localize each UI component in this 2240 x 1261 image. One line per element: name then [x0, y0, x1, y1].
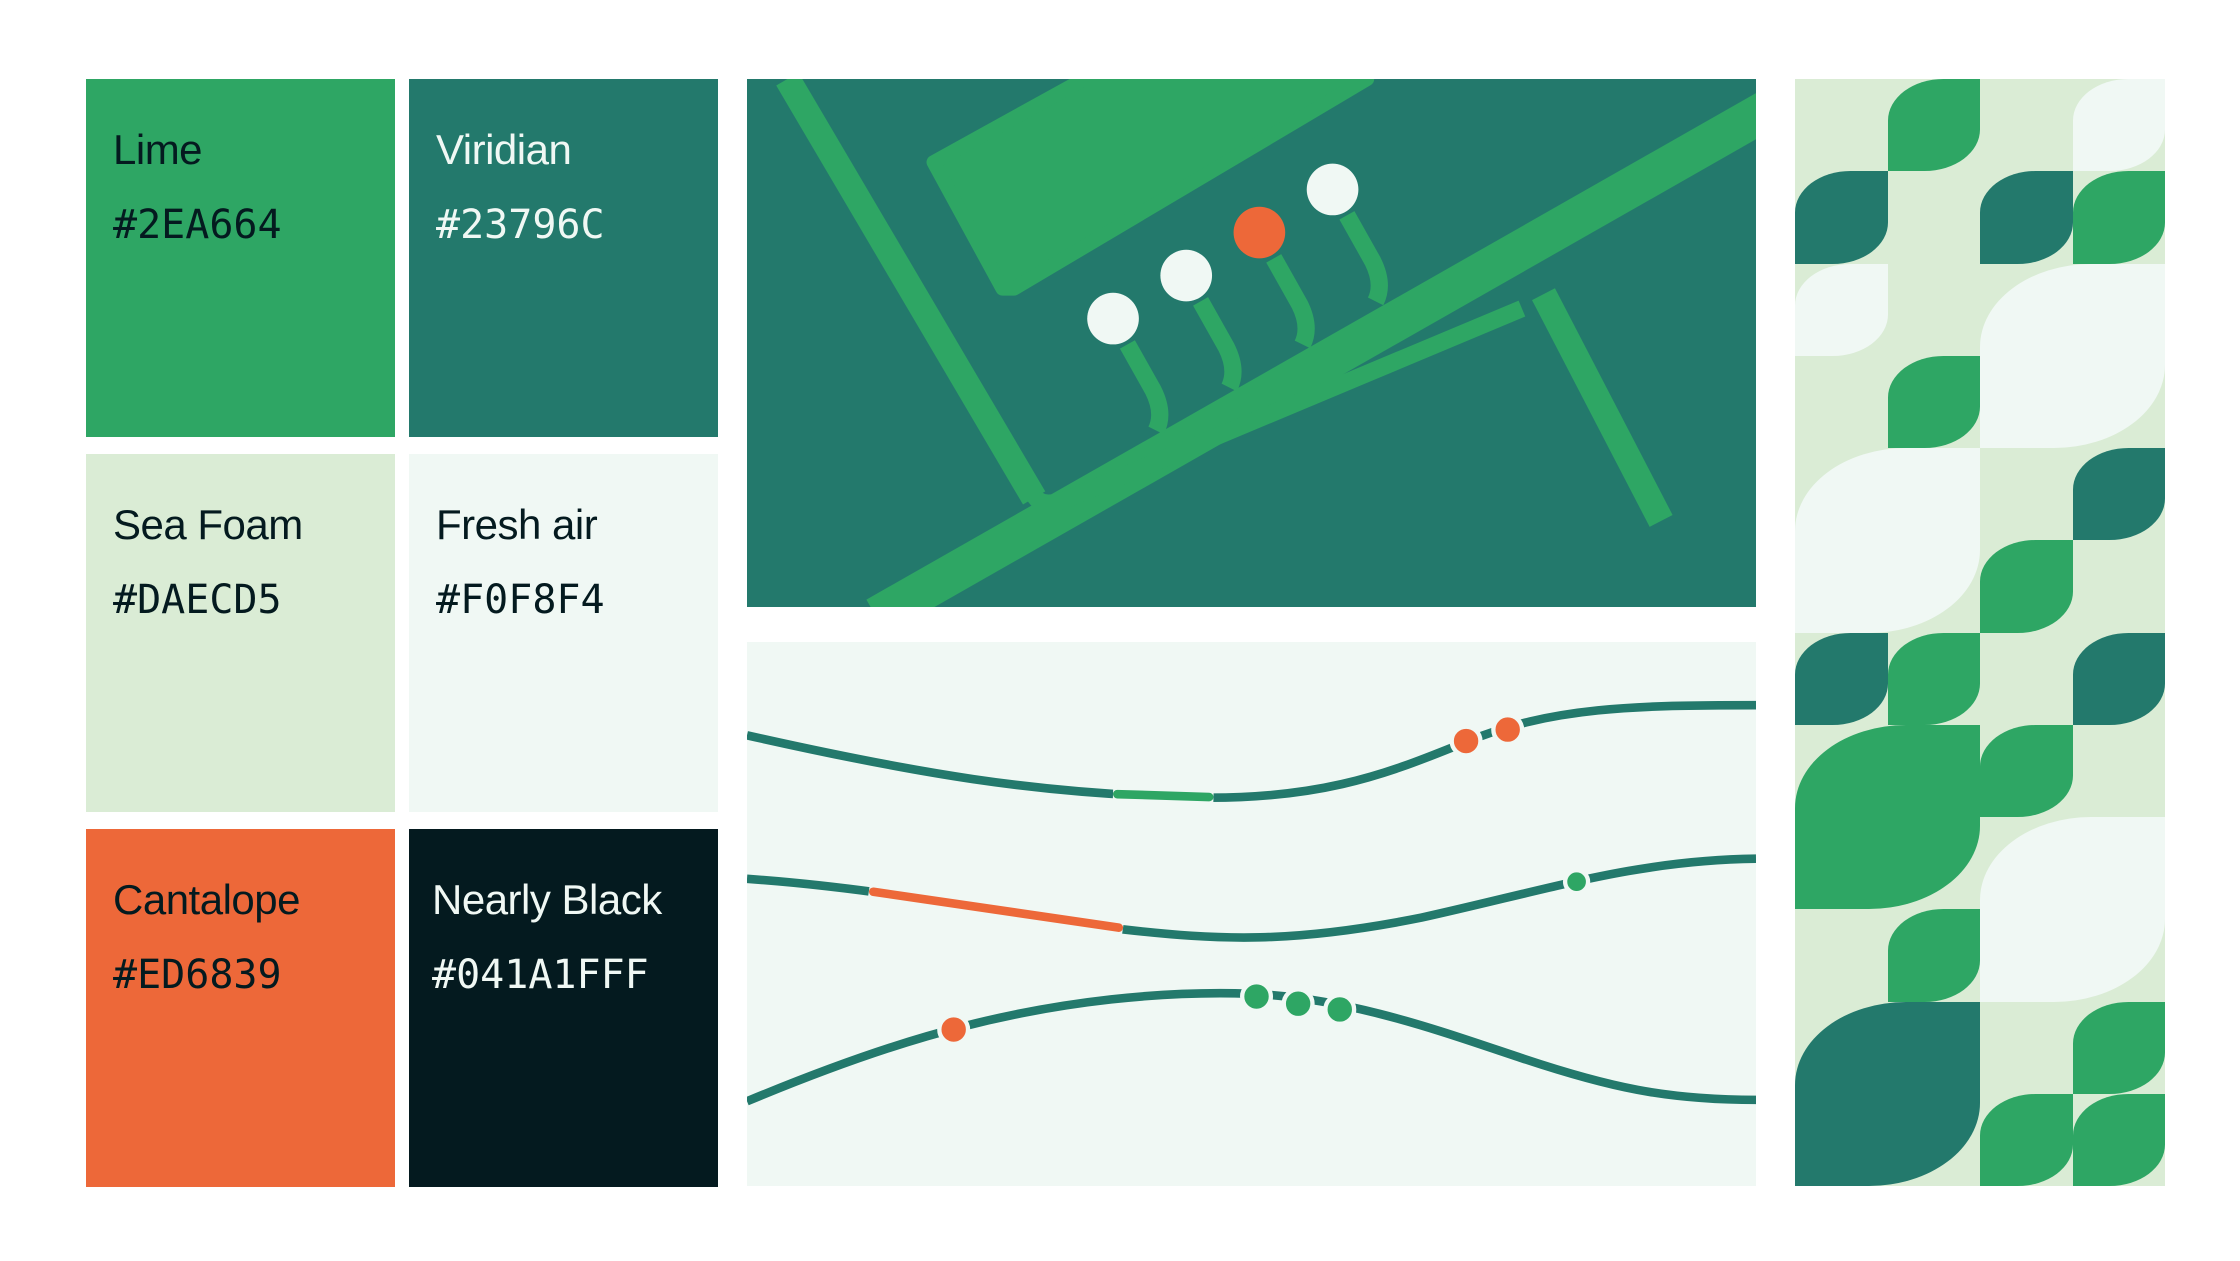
route-dot-orange — [1491, 713, 1525, 747]
swatch-name: Viridian — [436, 126, 572, 173]
map-pin-stem — [1339, 211, 1388, 306]
swatch-name: Fresh air — [436, 501, 598, 548]
map-pin-stem — [1193, 297, 1242, 392]
pattern-leaf-tile — [1980, 263, 2165, 448]
map-illustration — [747, 71, 1776, 635]
swatch-hex: #2EA664 — [113, 202, 282, 248]
swatch-hex: #ED6839 — [113, 952, 282, 998]
pattern-leaf-tile — [1795, 171, 1888, 264]
lines-svg — [745, 700, 1757, 1106]
map-road-main — [866, 93, 1776, 635]
swatch-name: Cantalope — [113, 876, 300, 923]
map-pin-stem — [1119, 340, 1169, 435]
route-dot-orange — [1449, 724, 1483, 758]
pattern-leaf-tile — [1795, 263, 1888, 356]
map-svg — [776, 71, 1776, 635]
pattern-leaf-tile — [2072, 79, 2165, 172]
pattern-leaf-tile — [2072, 448, 2165, 541]
pattern-leaf-tile — [1980, 724, 2073, 817]
swatch-sea-foam: Sea Foam #DAECD5 — [86, 454, 395, 812]
pattern-leaf-tile — [1887, 632, 1980, 725]
swatch-hex: #F0F8F4 — [436, 577, 605, 623]
swatch-nearly-black: Nearly Black #041A1FFF — [409, 829, 718, 1187]
map-pin — [1160, 249, 1213, 302]
route-dot-green — [1323, 992, 1357, 1026]
leaf-pattern — [1795, 79, 2165, 1186]
route-dot-green — [1562, 868, 1591, 896]
swatch-viridian: Viridian #23796C — [409, 79, 718, 437]
swatch-name: Sea Foam — [113, 501, 303, 548]
pattern-leaf-tile — [1795, 448, 1980, 633]
map-pin — [1233, 206, 1286, 259]
pattern-leaf-tile — [1887, 909, 1980, 1002]
pattern-leaf-tile — [2072, 171, 2165, 264]
route-line-1 — [746, 700, 1757, 802]
route-dot-orange — [937, 1013, 971, 1047]
route-segment-orange-b — [868, 887, 1124, 932]
swatch-name: Lime — [113, 126, 203, 173]
route-segment-green-1b — [1112, 789, 1214, 802]
map-road-inner — [1026, 300, 1526, 512]
pattern-leaf-tile — [1887, 79, 1980, 172]
map-road-left — [776, 72, 1046, 505]
map-road-branch — [1532, 288, 1673, 527]
map-pin — [1087, 292, 1139, 345]
pattern-leaf-tile — [1980, 540, 2073, 633]
route-lines-illustration — [745, 642, 1757, 1186]
pattern-leaf-tile — [2072, 1093, 2165, 1186]
route-dot-green — [1281, 987, 1315, 1021]
pattern-leaf-tile — [1795, 724, 1980, 910]
swatch-lime: Lime #2EA664 — [86, 79, 395, 437]
swatch-hex: #23796C — [436, 202, 605, 248]
swatch-name: Nearly Black — [432, 876, 662, 923]
swatch-fresh-air: Fresh air #F0F8F4 — [409, 454, 718, 812]
pattern-leaf-tile — [1795, 1001, 1980, 1186]
swatch-cantalope: Cantalope #ED6839 — [86, 829, 395, 1187]
swatch-hex: #041A1FFF — [432, 952, 649, 998]
pattern-leaf-tile — [1980, 817, 2165, 1002]
map-block — [926, 71, 1375, 296]
pattern-leaf-tile — [1887, 355, 1980, 448]
swatch-hex: #DAECD5 — [113, 577, 282, 623]
map-pin-stem — [1266, 254, 1315, 349]
map-pin — [1306, 163, 1359, 216]
route-dot-green — [1240, 980, 1274, 1014]
pattern-leaf-tile — [1980, 171, 2073, 264]
pattern-leaf-tile — [2072, 1001, 2165, 1094]
pattern-leaf-tile — [2072, 632, 2165, 725]
pattern-leaf-tile — [1980, 1093, 2073, 1186]
pattern-leaf-tile — [1795, 632, 1888, 725]
